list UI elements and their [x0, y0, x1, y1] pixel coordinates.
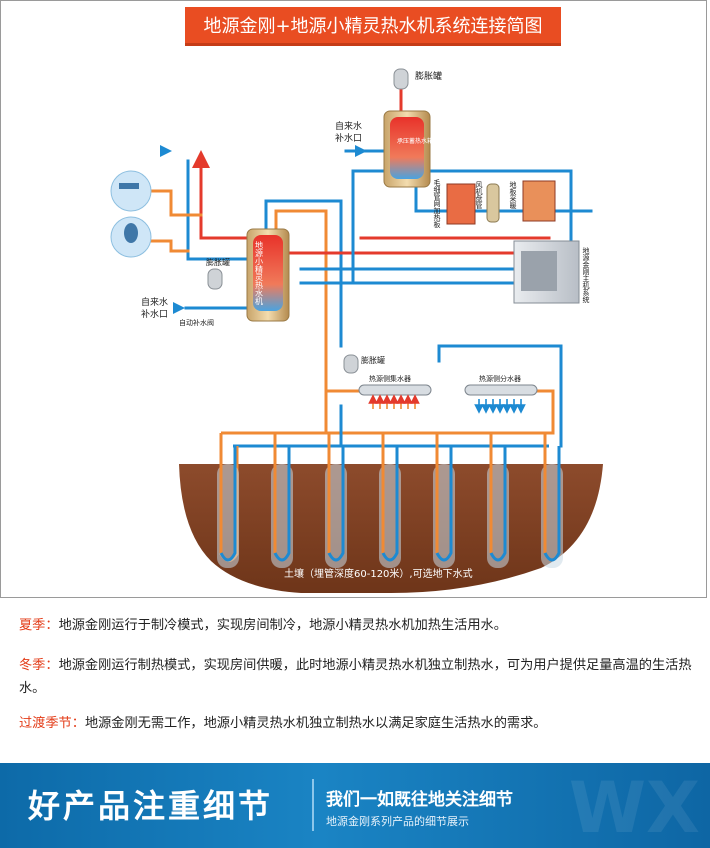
- season-transition: 过渡季节：地源金刚无需工作，地源小精灵热水机独立制热水以满足家庭生活热水的需求。: [19, 712, 699, 735]
- water-heater-tank: [246, 228, 290, 322]
- distributor-header: [464, 384, 538, 396]
- expansion-tank-top-icon: [393, 68, 409, 90]
- shower-icon: [110, 216, 152, 258]
- borehole-return-pipe: [327, 446, 345, 562]
- season-summer: 夏季：地源金刚运行于制冷模式，实现房间制冷，地源小精灵热水机加热生活用水。: [19, 614, 699, 637]
- borehole-return-pipe: [219, 446, 237, 562]
- label-makeup-top-2: 补水口: [335, 132, 362, 144]
- borehole-return-pipe: [489, 446, 507, 562]
- banner-divider: [312, 779, 314, 831]
- label-capillary: 毛细管网加热板: [433, 178, 441, 229]
- borehole-loops: [217, 433, 563, 568]
- label-soil: 土壤（埋管深度60-120米）,可选地下水式: [284, 567, 473, 580]
- borehole-return-pipe: [273, 446, 291, 562]
- label-makeup-left-2: 补水口: [141, 308, 168, 320]
- storage-tank: [383, 110, 431, 188]
- label-expansion-left: 膨胀罐: [206, 257, 230, 267]
- banner-watermark: WX: [568, 767, 700, 848]
- banner-subtitle: 我们一如既往地关注细节: [326, 790, 513, 810]
- label-expansion-top: 膨胀罐: [415, 70, 442, 82]
- capillary-panel: [446, 183, 476, 225]
- label-makeup-top-1: 自来水: [335, 120, 362, 132]
- season-summer-text: 地源金刚运行于制冷模式，实现房间制冷，地源小精灵热水机加热生活用水。: [58, 618, 507, 633]
- season-summer-label: 夏季：: [19, 618, 59, 633]
- banner-caption: 地源金刚系列产品的细节展示: [326, 815, 469, 828]
- label-water-heater: 地源小精灵热水机: [255, 240, 264, 306]
- label-makeup-left-1: 自来水: [141, 296, 168, 308]
- label-storage-tank: 承压蓄热水箱: [397, 137, 433, 145]
- season-transition-label: 过渡季节：: [19, 716, 85, 731]
- season-winter: 冬季：地源金刚运行制热模式，实现房间供暖，此时地源小精灵热水机独立制热水，可为用…: [19, 654, 699, 700]
- label-collector: 热源侧集水器: [369, 374, 411, 383]
- label-auto-valve: 自动补水阀: [179, 318, 214, 327]
- label-floor-heating: 地板采暖: [509, 180, 517, 210]
- label-host: 地源金刚主机系统: [582, 246, 590, 304]
- expansion-tank-mid-icon: [343, 354, 359, 374]
- borehole-return-pipe: [435, 446, 453, 562]
- fan-coil-unit: [486, 183, 500, 223]
- season-winter-label: 冬季：: [19, 658, 59, 673]
- banner-headline: 好产品注重细节: [28, 787, 274, 825]
- faucet-icon: [110, 170, 152, 212]
- collector-arrows: [368, 394, 526, 414]
- collector-header: [358, 384, 432, 396]
- floor-heating-panel: [522, 180, 556, 222]
- product-banner: WX 好产品注重细节 我们一如既往地关注细节 地源金刚系列产品的细节展示: [0, 763, 710, 848]
- diagram-title: 地源金刚+地源小精灵热水机系统连接简图: [185, 7, 561, 46]
- host-unit: [513, 240, 580, 304]
- season-transition-text: 地源金刚无需工作，地源小精灵热水机独立制热水以满足家庭生活热水的需求。: [84, 716, 547, 731]
- label-fan-coil: 风机盘管: [475, 181, 483, 210]
- system-diagram: 膨胀罐 自来水 补水口 承压蓄热水箱 膨胀罐 自来水 补水口 自动补水阀 膨胀罐…: [110, 68, 603, 593]
- label-distributor: 热源侧分水器: [479, 374, 521, 383]
- diagram-frame: 地源金刚+地源小精灵热水机系统连接简图: [0, 0, 707, 598]
- season-winter-text: 地源金刚运行制热模式，实现房间供暖，此时地源小精灵热水机独立制热水，可为用户提供…: [19, 658, 692, 696]
- expansion-tank-left-icon: [207, 268, 223, 290]
- label-expansion-mid: 膨胀罐: [361, 355, 385, 365]
- borehole-return-pipe: [543, 446, 561, 562]
- borehole-return-pipe: [381, 446, 399, 562]
